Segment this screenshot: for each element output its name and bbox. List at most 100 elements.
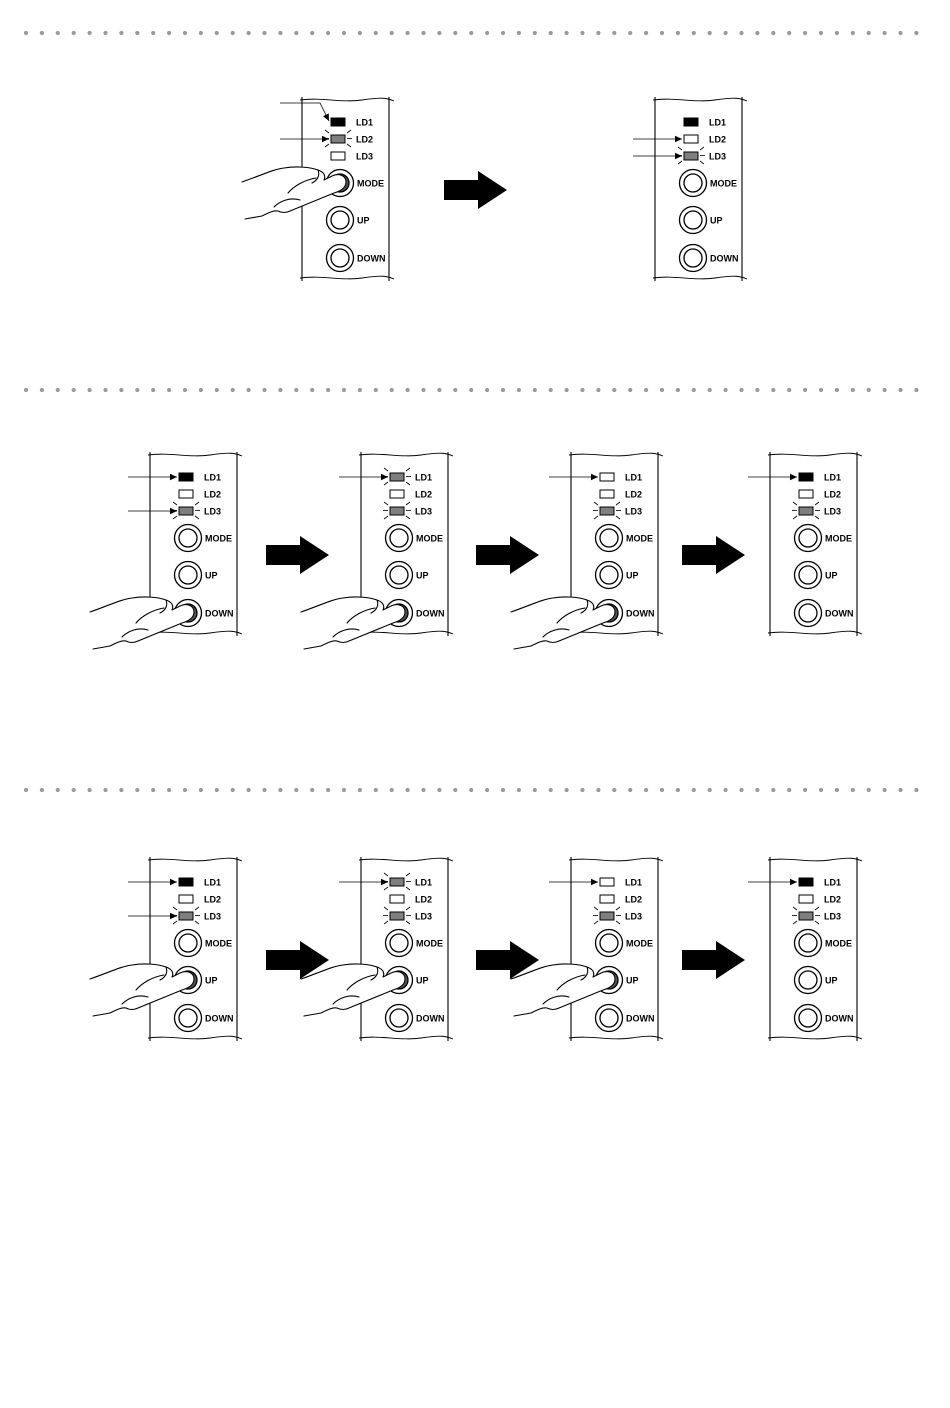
mode-button (596, 930, 623, 957)
ld2-light (799, 895, 813, 903)
mode-button (795, 525, 822, 552)
next-step-arrow-icon (266, 536, 329, 574)
callout-pointer (280, 103, 329, 121)
mode-label: MODE (626, 939, 653, 949)
up-button (680, 207, 707, 234)
mode-button (386, 525, 413, 552)
up-label: UP (416, 571, 429, 581)
ld2-label: LD2 (625, 490, 642, 500)
mode-label: MODE (416, 939, 443, 949)
ld3-label: LD3 (824, 507, 841, 517)
down-button (795, 1005, 822, 1032)
ld1-label: LD1 (415, 473, 432, 483)
mode-button (175, 525, 202, 552)
ld1-indicator (179, 473, 193, 481)
ld2-label: LD2 (709, 135, 726, 145)
ld1-label: LD1 (204, 473, 221, 483)
ld1-light (390, 473, 404, 481)
ld1-light (331, 118, 345, 126)
ld2-light (179, 490, 193, 498)
down-section: LD1LD2LD3MODEUPDOWNLD1LD2LD3MODEUPDOWNLD… (90, 452, 862, 649)
next-step-arrow-icon (682, 941, 745, 979)
panel-top-edge (569, 858, 663, 861)
mode-label: MODE (416, 534, 443, 544)
mode-label: MODE (825, 939, 852, 949)
ld1-light (600, 878, 614, 886)
ld1-light (179, 473, 193, 481)
ld3-label: LD3 (415, 912, 432, 922)
down-button (386, 1005, 413, 1032)
ld3-label: LD3 (356, 152, 373, 162)
up-button (175, 562, 202, 589)
panel-top-edge (148, 858, 242, 861)
ld1-light (684, 118, 698, 126)
up-button (327, 207, 354, 234)
ld3-label: LD3 (709, 152, 726, 162)
ld3-indicator (792, 502, 820, 519)
down-label: DOWN (825, 609, 854, 619)
ld3-light (331, 152, 345, 160)
ld2-light (390, 490, 404, 498)
control-panel: LD1LD2LD3MODEUPDOWN (511, 857, 663, 1041)
ld1-label: LD1 (625, 878, 642, 888)
ld1-label: LD1 (625, 473, 642, 483)
down-label: DOWN (205, 1014, 234, 1024)
up-button (596, 562, 623, 589)
ld2-label: LD2 (356, 135, 373, 145)
up-label: UP (626, 976, 639, 986)
down-label: DOWN (710, 254, 739, 264)
section-divider-2 (24, 388, 919, 392)
ld1-indicator (179, 878, 193, 886)
panel-top-edge (569, 453, 663, 456)
ld1-label: LD1 (415, 878, 432, 888)
up-button (386, 562, 413, 589)
ld2-label: LD2 (415, 895, 432, 905)
ld3-indicator (331, 152, 345, 160)
ld3-indicator (383, 907, 411, 924)
panel-bottom-edge (569, 1036, 663, 1039)
control-panel: LD1LD2LD3MODEUPDOWN (511, 452, 663, 649)
panel-bottom-edge (768, 631, 862, 634)
ld2-indicator (324, 130, 352, 147)
ld3-light (179, 912, 193, 920)
mode-label: MODE (357, 179, 384, 189)
up-label: UP (626, 571, 639, 581)
ld1-indicator (383, 873, 411, 890)
ld1-indicator (684, 118, 698, 126)
ld1-light (799, 473, 813, 481)
ld3-light (799, 507, 813, 515)
ld2-indicator (390, 490, 404, 498)
down-button (795, 600, 822, 627)
panel-bottom-edge (300, 276, 394, 279)
panel-bottom-edge (768, 1036, 862, 1039)
mode-label: MODE (710, 179, 737, 189)
ld2-label: LD2 (204, 490, 221, 500)
ld2-light (600, 895, 614, 903)
down-label: DOWN (416, 1014, 445, 1024)
panel-top-edge (359, 858, 453, 861)
section-divider-3 (24, 788, 919, 792)
down-label: DOWN (357, 254, 386, 264)
ld2-indicator (179, 895, 193, 903)
ld1-label: LD1 (709, 118, 726, 128)
panel-top-edge (359, 453, 453, 456)
ld2-light (179, 895, 193, 903)
mode-button (596, 525, 623, 552)
up-section: LD1LD2LD3MODEUPDOWNLD1LD2LD3MODEUPDOWNLD… (90, 857, 862, 1041)
ld3-indicator (383, 502, 411, 519)
ld3-light (600, 507, 614, 515)
ld3-light (390, 912, 404, 920)
ld2-indicator (179, 490, 193, 498)
ld3-label: LD3 (625, 912, 642, 922)
mode-button (680, 170, 707, 197)
ld3-light (390, 507, 404, 515)
mode-button (386, 930, 413, 957)
panel-top-edge (768, 858, 862, 861)
mode-label: MODE (205, 534, 232, 544)
ld2-label: LD2 (415, 490, 432, 500)
ld2-light (331, 135, 345, 143)
